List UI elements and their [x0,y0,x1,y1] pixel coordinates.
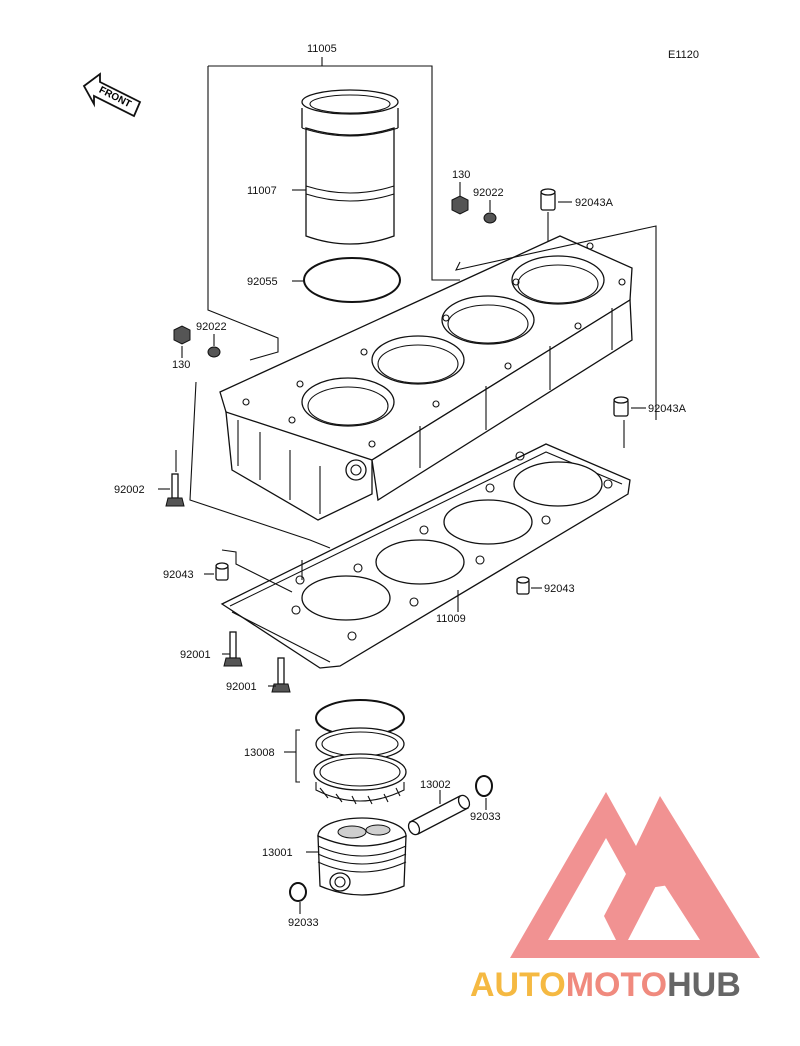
label-130-top: 130 [452,169,470,181]
dowel-92043a-top [540,188,556,211]
automotohub-wordmark: AUTOMOTOHUB [470,966,741,1004]
automotohub-logo [510,792,760,958]
label-92043-right: 92043 [544,583,575,595]
bolt-92002 [165,473,185,507]
label-13002: 13002 [420,779,451,791]
o-ring [303,257,401,303]
label-11009: 11009 [436,613,466,625]
dowel-92043a-right [613,396,629,417]
label-11007: 11007 [247,185,277,197]
wordmark-moto: MOTO [566,966,667,1004]
label-92002: 92002 [114,484,145,496]
wordmark-auto: AUTO [470,966,566,1004]
front-arrow-icon: FRONT [82,72,142,118]
label-92055: 92055 [247,276,278,288]
label-92043a-top: 92043A [575,197,614,209]
bolt-130-left [173,325,191,345]
cylinder-block [219,235,633,521]
label-130-left: 130 [172,359,190,371]
dowel-92043-left [215,562,229,581]
label-92043-left: 92043 [163,569,194,581]
piston-rings [313,699,407,805]
piston-pin [407,794,471,836]
figure-code: E1120 [668,49,699,61]
washer-92022-left [207,346,221,358]
label-92033-bottom: 92033 [288,917,319,929]
label-92022-left: 92022 [196,321,227,333]
washer-92022-top [483,212,497,224]
cylinder-liner [301,89,399,245]
label-13008: 13008 [244,747,275,759]
bolt-92001-b [271,657,291,693]
label-92033-right: 92033 [470,811,501,823]
label-92001-a: 92001 [180,649,211,661]
piston [317,817,407,896]
circlip-92033-bottom [289,882,307,902]
label-13001: 13001 [262,847,293,859]
block-bracket [454,225,657,420]
dowel-92043-right [516,576,530,595]
label-92043a-right: 92043A [648,403,687,415]
label-92001-b: 92001 [226,681,257,693]
wordmark-hub: HUB [667,966,741,1004]
bracket-11005 [207,57,460,361]
circlip-92033-right [475,775,493,797]
label-92022-top: 92022 [473,187,504,199]
head-gasket [220,443,631,669]
svg-text:AUTOMOTOHUB: AUTOMOTOHUB [470,966,741,1004]
label-11005: 11005 [307,43,337,55]
bolt-92001-a [223,631,243,667]
bolt-130-top [451,195,469,215]
